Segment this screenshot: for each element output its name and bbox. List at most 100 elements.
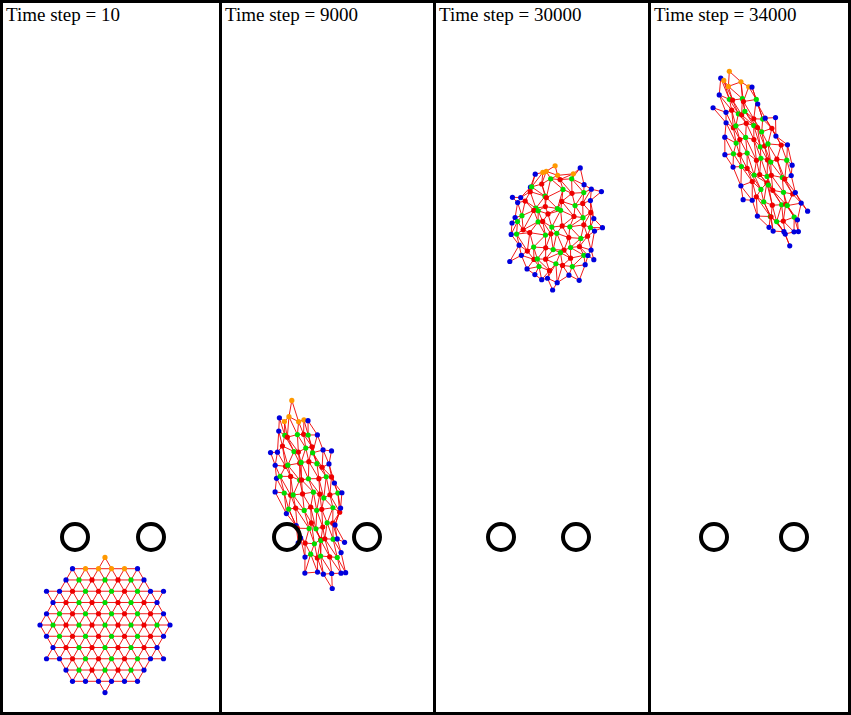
mesh-particle xyxy=(321,572,326,577)
mesh-particle xyxy=(296,419,301,424)
mesh-particle xyxy=(757,172,762,177)
mesh-particle xyxy=(161,634,166,639)
mesh-particle xyxy=(571,171,576,176)
obstacle-circle xyxy=(274,524,300,550)
mesh-particle xyxy=(128,622,133,627)
mesh-particle xyxy=(286,414,291,419)
mesh-bond xyxy=(332,477,338,493)
mesh-particle xyxy=(758,187,763,192)
time-step-panel: Time step = 34000 xyxy=(648,0,851,715)
mesh-particle xyxy=(727,69,732,74)
mesh-particle xyxy=(514,232,519,237)
mesh-particle xyxy=(558,208,563,213)
mesh-particle xyxy=(591,216,596,221)
mesh-particle xyxy=(102,690,107,695)
mesh-particle xyxy=(285,435,290,440)
mesh-bond xyxy=(719,95,726,112)
mesh-bond xyxy=(326,477,330,495)
mesh-particle xyxy=(312,541,317,546)
mesh-particle xyxy=(790,163,795,168)
mesh-particle xyxy=(759,129,764,134)
mesh-particle xyxy=(761,199,766,204)
mesh-particle xyxy=(555,280,560,285)
mesh-particle xyxy=(335,555,340,560)
mesh-particle xyxy=(306,432,311,437)
mesh-particle xyxy=(273,489,278,494)
mesh-particle xyxy=(553,163,558,168)
mesh-particle xyxy=(544,195,549,200)
mesh-particle xyxy=(122,634,127,639)
mesh-particle xyxy=(578,165,583,170)
mesh-particle xyxy=(521,227,526,232)
mesh-particle xyxy=(329,474,334,479)
mesh-particle xyxy=(284,511,289,516)
mesh-particle xyxy=(515,200,520,205)
mesh-particle xyxy=(338,550,343,555)
mesh-particle xyxy=(308,552,313,557)
mesh-bond xyxy=(791,176,795,193)
mesh-particle xyxy=(545,211,550,216)
mesh-particle xyxy=(302,554,307,559)
mesh-particle xyxy=(741,197,746,202)
mesh-particle xyxy=(339,490,344,495)
mesh-particle xyxy=(148,611,153,616)
mesh-particle xyxy=(787,243,792,248)
mesh-particle xyxy=(581,222,586,227)
mesh-particle xyxy=(167,622,172,627)
mesh-bond xyxy=(315,510,317,528)
mesh-particle xyxy=(57,656,62,661)
mesh-particle xyxy=(793,190,798,195)
mesh-particle xyxy=(765,141,770,146)
mesh-particle xyxy=(315,432,320,437)
mesh-particle xyxy=(44,611,49,616)
mesh-particle xyxy=(50,622,55,627)
mesh-particle xyxy=(148,634,153,639)
mesh-particle xyxy=(770,203,775,208)
mesh-particle xyxy=(763,116,768,121)
mesh-particle xyxy=(141,667,146,672)
mesh-particle xyxy=(737,152,742,157)
mesh-particle xyxy=(560,223,565,228)
mesh-particle xyxy=(527,230,532,235)
mesh-particle xyxy=(721,78,726,83)
mesh-particle xyxy=(327,554,332,559)
mesh-particle xyxy=(44,656,49,661)
mesh-bond xyxy=(768,144,777,159)
mesh-particle xyxy=(799,200,804,205)
mesh-particle xyxy=(554,231,559,236)
mesh-particle xyxy=(569,191,574,196)
mesh-particle xyxy=(543,232,548,237)
mesh-particle xyxy=(510,195,515,200)
mesh-particle xyxy=(531,208,536,213)
mesh-particle xyxy=(739,164,744,169)
mesh-particle xyxy=(539,181,544,186)
mesh-particle xyxy=(83,634,88,639)
mesh-particle xyxy=(282,419,287,424)
mesh-particle xyxy=(309,444,314,449)
mesh-particle xyxy=(303,445,308,450)
mesh-particle xyxy=(591,257,596,262)
mesh-particle xyxy=(768,159,773,164)
mesh-particle xyxy=(154,600,159,605)
mesh-particle xyxy=(317,492,322,497)
mesh-particle xyxy=(722,152,727,157)
mesh-particle xyxy=(742,109,747,114)
mesh-bond xyxy=(324,477,326,498)
mesh-particle xyxy=(314,508,319,513)
mesh-particle xyxy=(70,589,75,594)
mesh-particle xyxy=(141,645,146,650)
mesh-particle xyxy=(309,520,314,525)
mesh-particle xyxy=(89,600,94,605)
mesh-particle xyxy=(539,277,544,282)
mesh-particle xyxy=(96,679,101,684)
mesh-bond xyxy=(756,197,770,217)
mesh-particle xyxy=(306,476,311,481)
mesh-particle xyxy=(63,667,68,672)
mesh-particle xyxy=(89,577,94,582)
mesh-bond xyxy=(322,450,324,467)
mesh-particle xyxy=(268,450,273,455)
mesh-particle xyxy=(324,474,329,479)
time-step-panel: Time step = 30000 xyxy=(433,0,651,715)
